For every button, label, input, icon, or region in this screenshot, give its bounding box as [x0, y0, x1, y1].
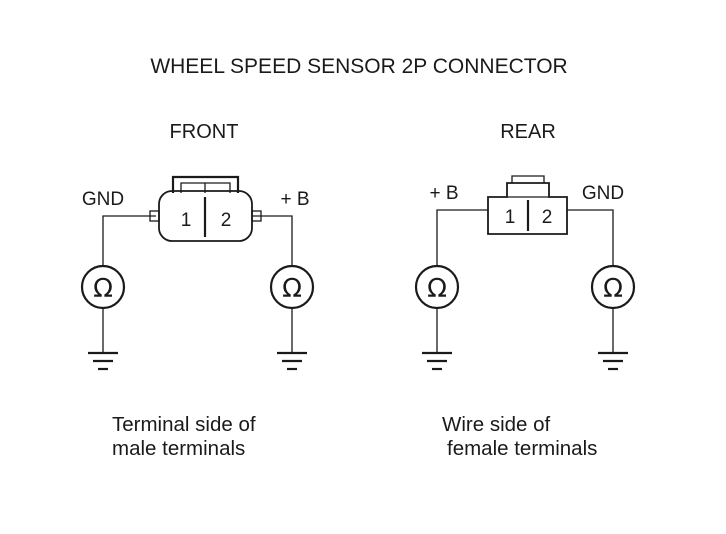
front-pin-2: 2 [221, 210, 232, 231]
rear-caption-line1: Wire side of [442, 413, 551, 436]
rear-right-ground-icon [598, 351, 628, 371]
front-gnd-label: GND [82, 189, 124, 210]
front-left-wire [102, 215, 156, 266]
rear-section: REAR + B GND 1 2 Ω Ω [414, 121, 636, 460]
rear-left-ground-icon [422, 351, 452, 371]
front-plus-b-label: + B [280, 189, 309, 210]
front-label: FRONT [170, 121, 239, 143]
front-caption-line1: Terminal side of [112, 413, 256, 436]
rear-gnd-label: GND [582, 183, 624, 204]
front-right-wire [252, 215, 293, 266]
front-left-ohm-symbol: Ω [93, 274, 113, 304]
rear-plus-b-label: + B [429, 183, 458, 204]
front-caption-line2: male terminals [112, 437, 245, 460]
diagram-title: WHEEL SPEED SENSOR 2P CONNECTOR [150, 55, 567, 78]
rear-left-ohm-symbol: Ω [427, 274, 447, 304]
front-pin-1: 1 [181, 210, 192, 231]
front-connector-icon: 1 2 [149, 175, 262, 242]
rear-pin-1: 1 [505, 207, 516, 228]
rear-label: REAR [500, 121, 556, 143]
front-section: FRONT GND + B 1 2 Ω [80, 121, 315, 460]
rear-right-ohmmeter-icon: Ω [590, 264, 636, 352]
rear-connector-icon: 1 2 [487, 175, 568, 235]
rear-left-ohmmeter-icon: Ω [414, 264, 460, 352]
rear-caption-line2: female terminals [447, 437, 597, 460]
rear-right-ohm-symbol: Ω [603, 274, 623, 304]
front-left-ground-icon [88, 351, 118, 371]
front-left-ohmmeter-icon: Ω [80, 264, 126, 352]
front-right-ohmmeter-icon: Ω [269, 264, 315, 352]
rear-pin-2: 2 [542, 207, 553, 228]
rear-left-wire [436, 209, 488, 266]
rear-right-wire [567, 209, 614, 266]
front-right-ohm-symbol: Ω [282, 274, 302, 304]
front-right-ground-icon [277, 351, 307, 371]
